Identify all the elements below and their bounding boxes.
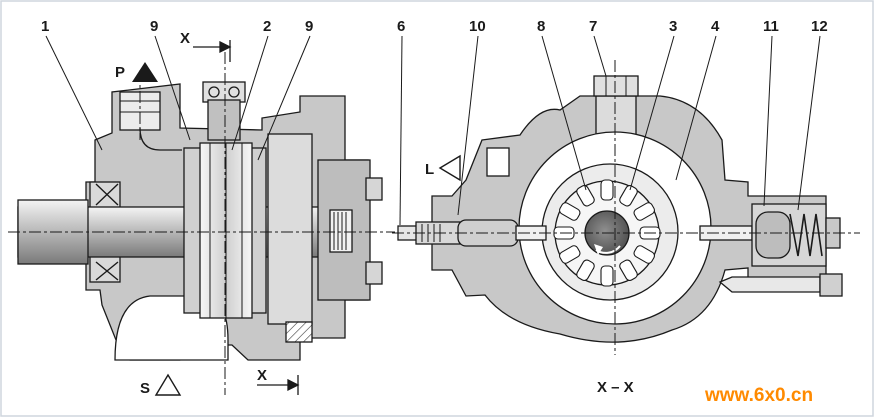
leak-port xyxy=(486,147,510,177)
leak-port-label: L xyxy=(425,161,434,178)
section-arrow-top xyxy=(193,40,232,62)
section-arrow-bottom xyxy=(257,375,300,395)
pressure-port-label: P xyxy=(115,64,125,81)
adjust-bolt xyxy=(718,276,821,293)
suction-port-label: S xyxy=(140,380,150,397)
spring-piston xyxy=(755,211,791,259)
cross-section xyxy=(397,75,843,343)
callout-4: 4 xyxy=(711,18,720,35)
section-mark-top: X xyxy=(180,30,190,47)
callout-12: 12 xyxy=(811,18,828,35)
callout-2: 2 xyxy=(263,18,271,35)
callout-labels: 1 9 2 9 6 10 8 7 3 4 11 12 xyxy=(41,18,828,35)
callout-9a: 9 xyxy=(150,18,158,35)
section-title: X – X xyxy=(597,379,634,396)
callout-6: 6 xyxy=(397,18,405,35)
callout-3: 3 xyxy=(669,18,677,35)
pressure-port-triangle xyxy=(132,62,158,82)
leak-port-triangle xyxy=(438,154,461,182)
suction-port-triangle xyxy=(154,373,182,396)
section-mark-bottom: X xyxy=(257,367,267,384)
leader-lines xyxy=(45,35,821,226)
callout-8: 8 xyxy=(537,18,545,35)
callout-9b: 9 xyxy=(305,18,313,35)
spline-coupling xyxy=(329,209,353,253)
centerlines-right xyxy=(392,60,860,355)
callout-7: 7 xyxy=(589,18,597,35)
callout-1: 1 xyxy=(41,18,49,35)
control-plate xyxy=(267,133,313,325)
watermark: www.6x0.cn xyxy=(704,385,813,406)
longitudinal-section xyxy=(17,81,383,361)
spring xyxy=(789,213,823,257)
callout-10: 10 xyxy=(469,18,486,35)
callout-11: 11 xyxy=(763,18,779,35)
